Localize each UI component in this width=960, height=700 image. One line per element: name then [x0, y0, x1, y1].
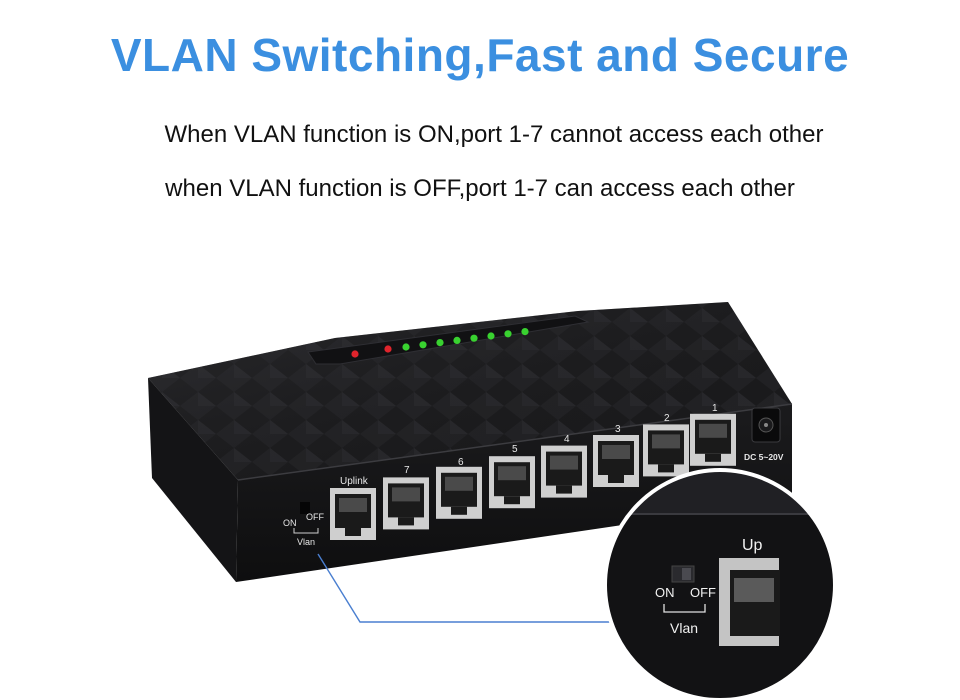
vlan-on-label: ON	[283, 518, 297, 528]
ethernet-port[interactable]	[643, 424, 689, 477]
vlan-off-description: when VLAN function is OFF,port 1-7 can a…	[165, 175, 795, 202]
vlan-name-label: Vlan	[297, 537, 315, 547]
port-label: 7	[404, 465, 410, 476]
power-label: DC 5~20V	[744, 452, 784, 462]
dc-power-jack[interactable]	[751, 407, 781, 443]
ethernet-port[interactable]	[593, 435, 639, 487]
zoom-detail-circle: Up ON OFF Vlan	[603, 468, 837, 700]
led-power-red	[351, 350, 359, 358]
status-led	[436, 339, 444, 347]
port-label: 1	[712, 403, 718, 414]
ethernet-port[interactable]	[436, 466, 482, 519]
zoom-uplink-port	[719, 558, 780, 646]
led-vlan-red	[384, 345, 392, 353]
status-led	[487, 332, 495, 340]
zoom-on-label: ON	[655, 585, 675, 600]
status-leds-green	[402, 328, 529, 351]
status-led	[419, 341, 427, 349]
port-label: 6	[458, 457, 464, 468]
status-led	[470, 334, 478, 342]
ethernet-port[interactable]	[383, 477, 429, 530]
vlan-off-label: OFF	[306, 512, 324, 522]
status-led	[504, 330, 512, 338]
status-led	[453, 336, 461, 344]
led-window	[307, 315, 590, 365]
ethernet-ports	[330, 413, 736, 540]
port-label: 5	[512, 444, 518, 455]
ethernet-port[interactable]	[489, 456, 535, 509]
ethernet-port[interactable]	[541, 445, 587, 498]
status-led	[402, 343, 410, 351]
status-led	[521, 328, 529, 336]
zoom-off-label: OFF	[690, 585, 716, 600]
port-label: 4	[564, 434, 570, 445]
vlan-on-description: When VLAN function is ON,port 1-7 cannot…	[164, 121, 824, 148]
switch-side-face	[148, 378, 238, 582]
vlan-switch-slot[interactable]	[300, 502, 310, 514]
zoom-vlan-label: Vlan	[670, 620, 698, 636]
zoom-uplink-label: Up	[742, 537, 763, 554]
port-label: 3	[615, 424, 621, 435]
headline: VLAN Switching,Fast and Secure	[110, 29, 850, 81]
ethernet-port[interactable]	[690, 413, 736, 466]
uplink-port[interactable]	[330, 488, 376, 540]
uplink-port-label: Uplink	[340, 476, 369, 487]
callout-line	[317, 553, 612, 623]
port-label: 2	[664, 413, 670, 424]
